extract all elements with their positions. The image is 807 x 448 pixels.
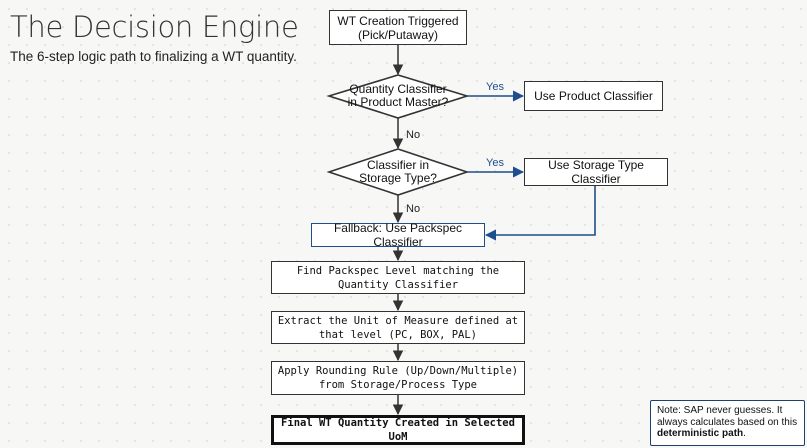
decision1-yes-label: Yes bbox=[486, 81, 504, 93]
uom-label: Extract the Unit of Measure defined at t… bbox=[277, 314, 519, 341]
packspec-level-label: Find Packspec Level matching the Quantit… bbox=[296, 264, 500, 291]
start-node-label: WT Creation Triggered (Pick/Putaway) bbox=[337, 13, 459, 42]
product-classifier-node: Use Product Classifier bbox=[524, 81, 663, 111]
final-label: Final WT Quantity Created in Selected Uo… bbox=[281, 417, 515, 443]
packspec-level-node: Find Packspec Level matching the Quantit… bbox=[271, 261, 525, 294]
page-title: The Decision Engine bbox=[10, 10, 299, 44]
decision2-yes-label: Yes bbox=[486, 157, 504, 169]
decision2-no-label: No bbox=[406, 203, 421, 215]
decision2-label: Classifier in Storage Type? bbox=[359, 158, 437, 185]
page-subtitle: The 6-step logic path to finalizing a WT… bbox=[10, 49, 297, 64]
note-prefix: Note: SAP never guesses. It always calcu… bbox=[657, 405, 798, 428]
arrow-storage-to-fallback bbox=[484, 186, 596, 241]
storage-type-classifier-node: Use Storage Type Classifier bbox=[524, 158, 668, 186]
decision1-label: Quantity Classifier in Product Master? bbox=[347, 82, 449, 109]
uom-node: Extract the Unit of Measure defined at t… bbox=[271, 311, 525, 344]
note-box: Note: SAP never guesses. It always calcu… bbox=[650, 400, 805, 446]
rounding-label: Apply Rounding Rule (Up/Down/Multiple) f… bbox=[277, 365, 519, 391]
note-emphasis: deterministic path bbox=[657, 428, 744, 439]
start-node: WT Creation Triggered (Pick/Putaway) bbox=[329, 10, 467, 45]
fallback-label: Fallback: Use Packspec Classifier bbox=[333, 221, 463, 249]
fallback-node: Fallback: Use Packspec Classifier bbox=[311, 221, 485, 249]
note-suffix: . bbox=[743, 428, 746, 439]
decision1-no-label: No bbox=[406, 129, 421, 141]
storage-type-classifier-label: Use Storage Type Classifier bbox=[548, 158, 644, 186]
rounding-node: Apply Rounding Rule (Up/Down/Multiple) f… bbox=[271, 361, 525, 395]
final-node: Final WT Quantity Created in Selected Uo… bbox=[271, 415, 525, 445]
product-classifier-label: Use Product Classifier bbox=[534, 89, 653, 103]
